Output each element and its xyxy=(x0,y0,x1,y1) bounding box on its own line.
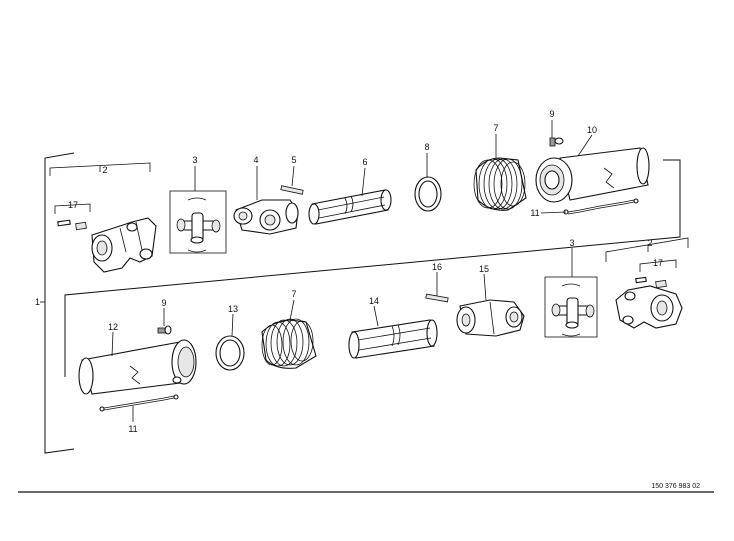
protective-cone-top xyxy=(473,157,527,211)
separator-frame xyxy=(64,159,681,377)
assembly-bracket xyxy=(40,152,75,454)
callout-2-top: 2 xyxy=(102,165,107,175)
callout-4: 4 xyxy=(253,155,258,165)
bearing-ring-bottom xyxy=(215,335,245,371)
bearing-ring-top xyxy=(414,176,442,212)
screw-bottom xyxy=(157,325,172,335)
cross-kit-bottom xyxy=(551,283,595,337)
pin-16 xyxy=(425,293,449,303)
callout-3-top: 3 xyxy=(192,155,197,165)
bracket-17-bottom xyxy=(639,259,677,272)
drawing-number: 150 376 983 02 xyxy=(651,483,700,490)
callout-2-bottom: 2 xyxy=(647,238,652,248)
yoke-bottom-right xyxy=(615,285,683,329)
assembly-label: 1 xyxy=(35,297,40,307)
yoke-15 xyxy=(456,299,525,337)
screw-top xyxy=(549,137,564,147)
callout-9-bottom: 9 xyxy=(161,298,166,308)
callout-17-bottom: 17 xyxy=(653,258,663,268)
protective-cone-bottom xyxy=(261,318,317,369)
callout-13: 13 xyxy=(228,304,238,314)
grease-nipple-bottom xyxy=(635,276,667,289)
callout-11-bottom: 11 xyxy=(128,424,137,434)
bracket-17-top xyxy=(54,203,91,214)
profile-tube-bottom xyxy=(348,319,438,359)
callout-8: 8 xyxy=(424,142,429,152)
profile-tube-top xyxy=(308,189,392,225)
callout-leaders xyxy=(111,120,593,422)
box-cross-kit-top xyxy=(169,190,227,254)
callout-3-bottom: 3 xyxy=(569,238,574,248)
callout-6: 6 xyxy=(362,157,367,167)
callout-14: 14 xyxy=(369,296,379,306)
cross-kit-top xyxy=(176,197,221,253)
callout-12: 12 xyxy=(108,322,118,332)
safety-chain-top xyxy=(563,198,639,215)
callout-7-top: 7 xyxy=(493,123,498,133)
callout-11-top: 11 xyxy=(530,208,539,218)
grease-nipple-top xyxy=(57,219,87,231)
yoke-top-left xyxy=(91,217,157,273)
callout-16: 16 xyxy=(432,262,442,272)
callout-10: 10 xyxy=(587,125,597,135)
callout-9-top: 9 xyxy=(549,109,554,119)
safety-chain-bottom xyxy=(99,394,179,412)
callout-7-bottom: 7 xyxy=(291,289,296,299)
box-cross-kit-bottom xyxy=(544,276,598,338)
callout-5: 5 xyxy=(291,155,296,165)
callout-15: 15 xyxy=(479,264,489,274)
bracket-2-top xyxy=(49,162,151,176)
yoke-4 xyxy=(233,199,299,235)
pin-5 xyxy=(280,185,304,195)
bracket-2-bottom xyxy=(605,237,689,262)
callout-17-top: 17 xyxy=(68,200,78,210)
guard-tube-top xyxy=(535,147,650,203)
guard-tube-bottom xyxy=(78,339,197,395)
